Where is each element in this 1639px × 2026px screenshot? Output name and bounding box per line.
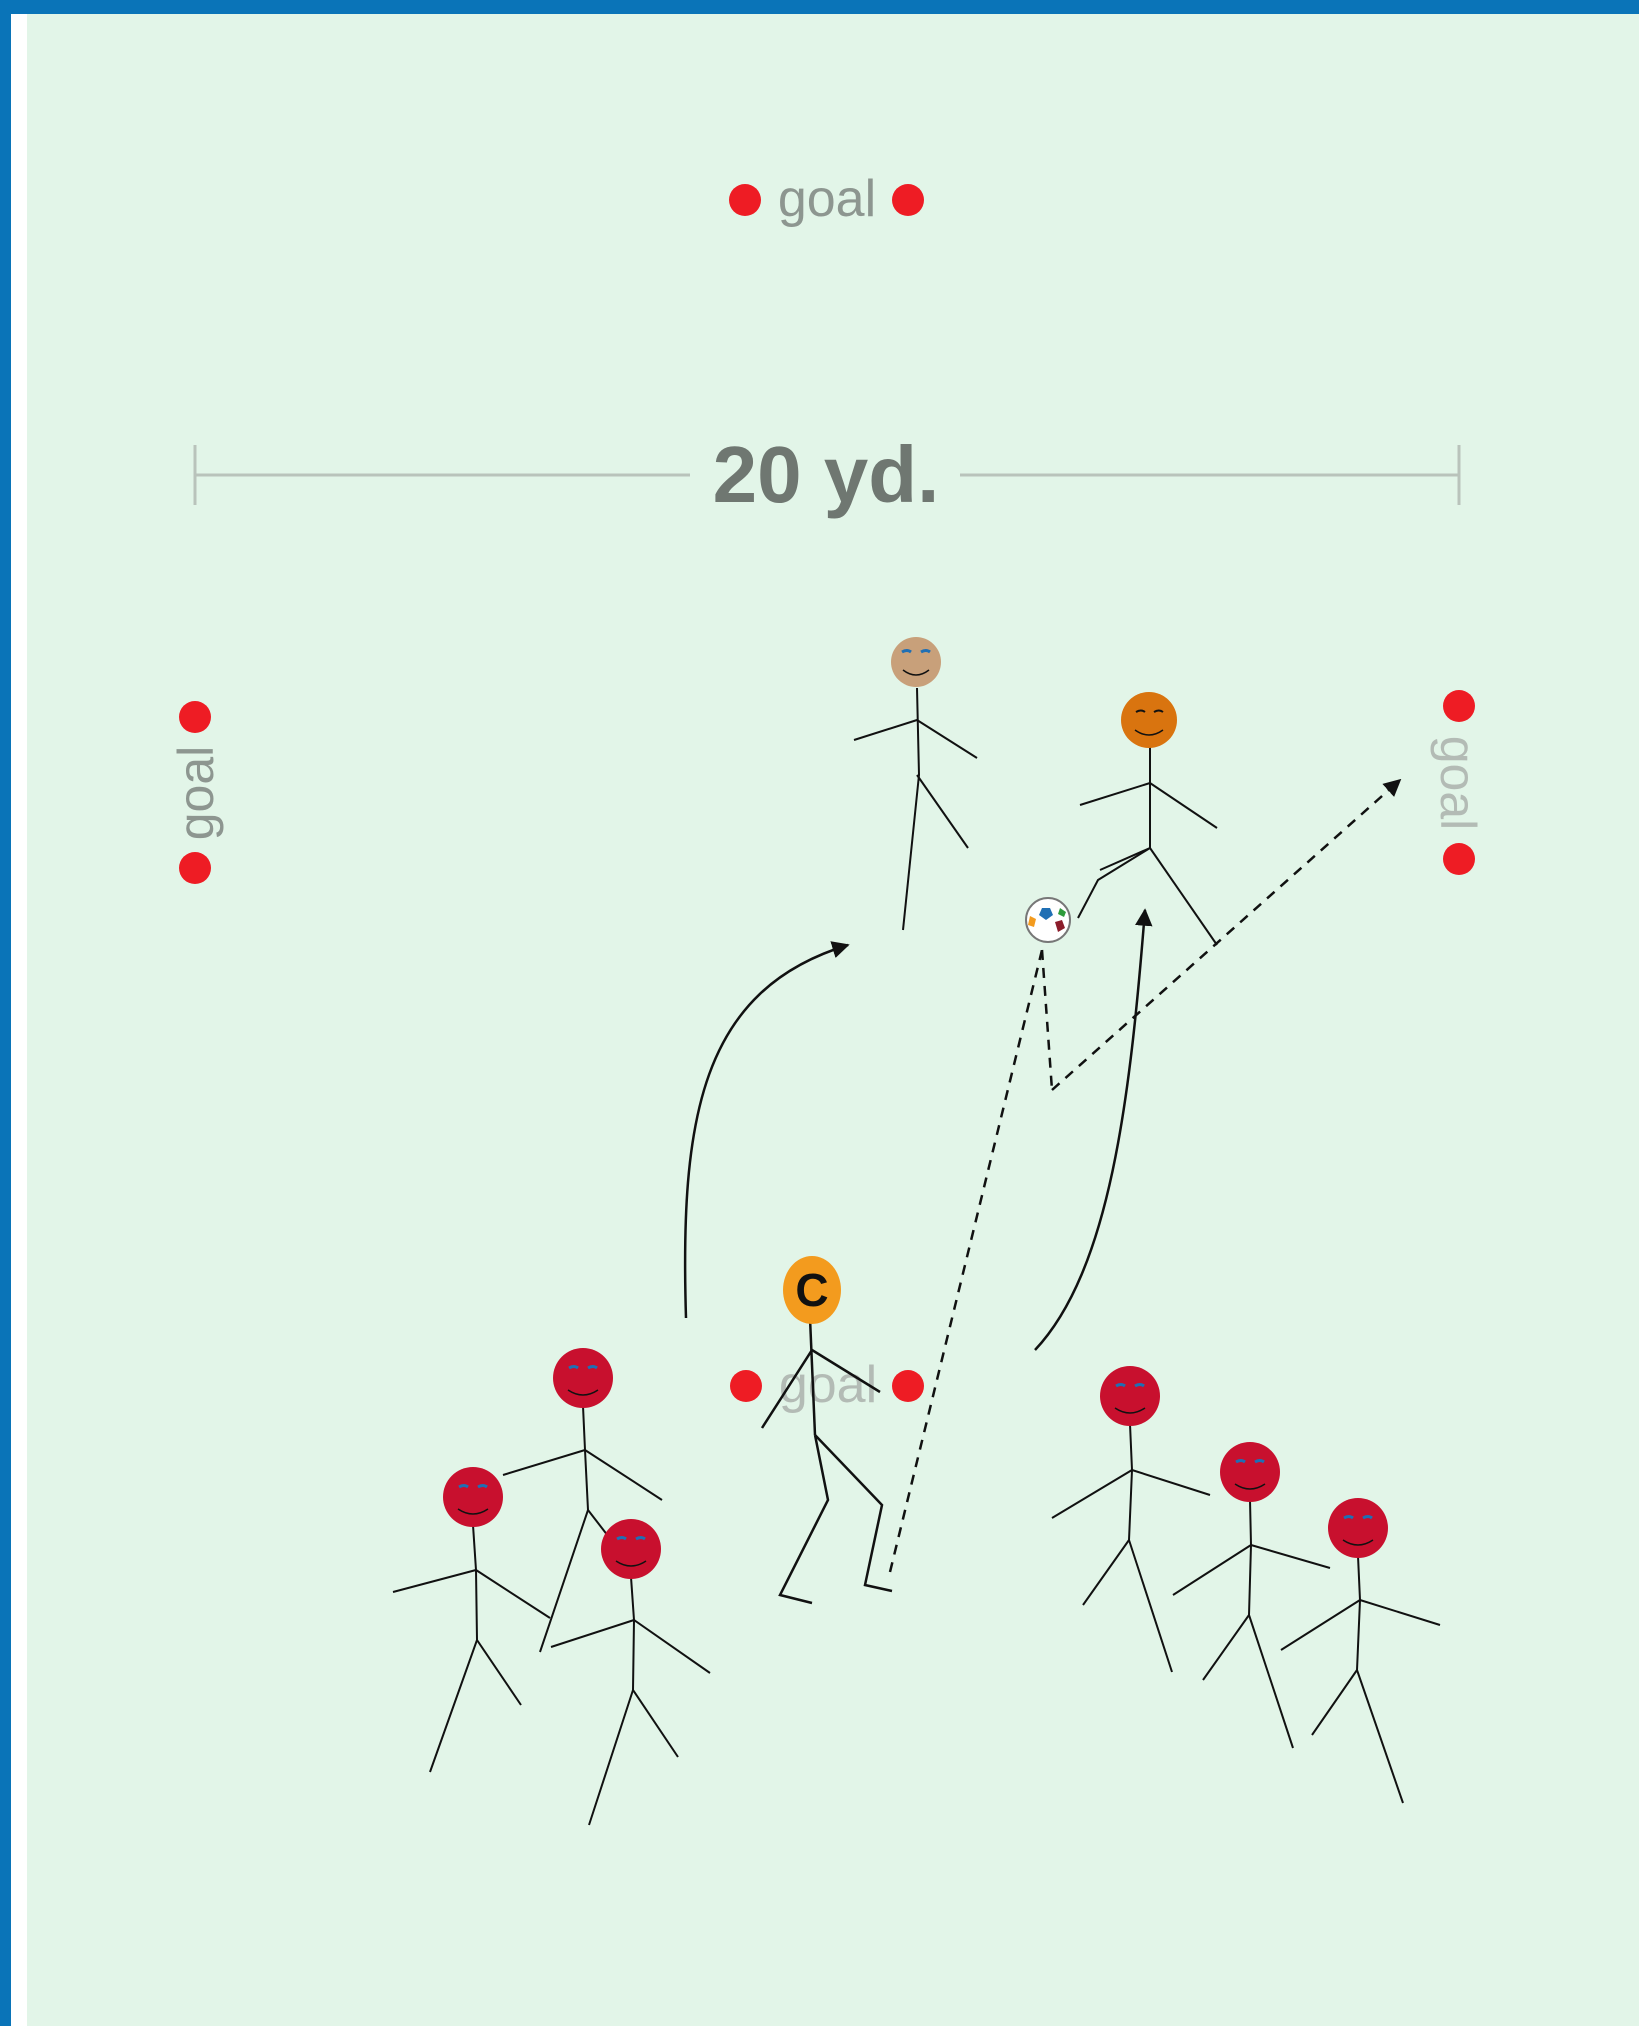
cone-marker-icon xyxy=(729,184,761,216)
player-head xyxy=(1121,692,1177,748)
frame-left-border xyxy=(0,0,11,2026)
player-head xyxy=(891,637,941,687)
cone-marker-icon xyxy=(1443,843,1475,875)
goal-top-label: goal xyxy=(778,170,876,228)
player-head xyxy=(1220,1442,1280,1502)
goal-bottom-label: goal xyxy=(779,1356,877,1414)
soccer-ball-icon xyxy=(1026,898,1070,942)
measure-label: 20 yd. xyxy=(713,430,940,519)
player-head xyxy=(1100,1366,1160,1426)
player-head xyxy=(601,1519,661,1579)
cone-marker-icon xyxy=(1443,690,1475,722)
cone-marker-icon xyxy=(730,1370,762,1402)
frame-left-inner xyxy=(11,14,27,2026)
player-head xyxy=(443,1467,503,1527)
frame-top-border xyxy=(0,0,1639,14)
player-head xyxy=(1328,1498,1388,1558)
goal-right-label: goal xyxy=(1430,736,1486,831)
cone-marker-icon xyxy=(892,1370,924,1402)
coach-label: C xyxy=(795,1264,828,1316)
cone-marker-icon xyxy=(179,852,211,884)
cone-marker-icon xyxy=(179,701,211,733)
goal-left-label: goal xyxy=(168,746,224,841)
player-head xyxy=(553,1348,613,1408)
cone-marker-icon xyxy=(892,184,924,216)
